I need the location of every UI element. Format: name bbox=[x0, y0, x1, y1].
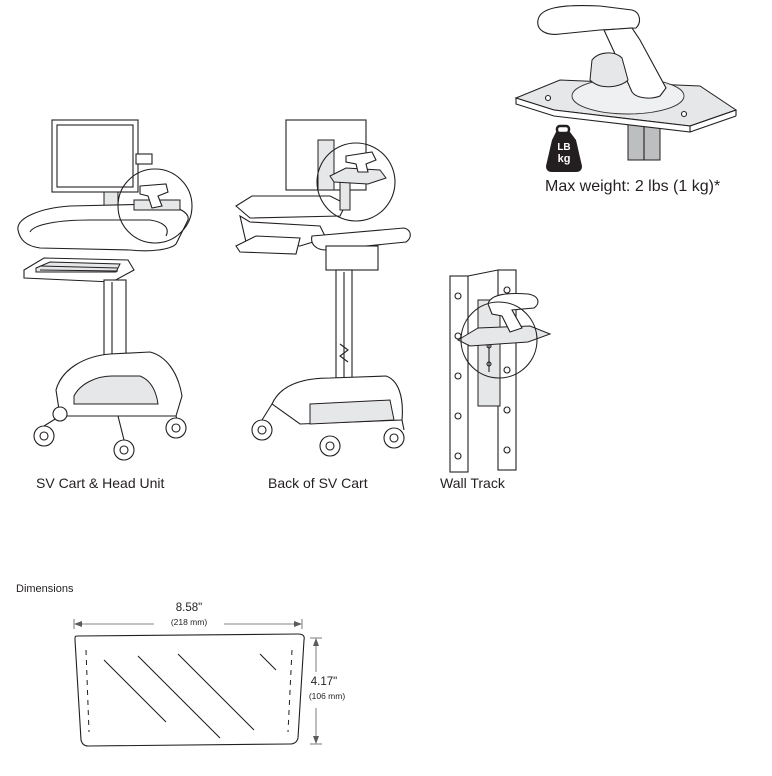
width-mm-label: (218 mm) bbox=[170, 617, 208, 627]
caption-back-of-sv-cart: Back of SV Cart bbox=[268, 475, 368, 491]
caption-sv-cart-head-unit: SV Cart & Head Unit bbox=[36, 475, 165, 491]
height-inches-label: 4.17" bbox=[310, 676, 338, 688]
sv-cart-head-unit-illustration bbox=[17, 119, 193, 461]
caption-wall-track: Wall Track bbox=[440, 475, 505, 491]
wall-track-illustration bbox=[449, 269, 552, 473]
max-weight-label: Max weight: 2 lbs (1 kg)* bbox=[545, 178, 721, 195]
dimensions-drawing bbox=[73, 619, 322, 747]
back-of-sv-cart-illustration bbox=[235, 119, 411, 457]
dimensions-title: Dimensions bbox=[16, 583, 74, 595]
width-inches-label: 8.58" bbox=[175, 602, 203, 614]
weight-icon-label-bottom: kg bbox=[557, 153, 571, 165]
height-mm-label: (106 mm) bbox=[308, 691, 346, 701]
shelf-closeup-illustration bbox=[514, 5, 738, 161]
weight-icon-label-top: LB bbox=[557, 142, 571, 153]
weight-icon bbox=[546, 124, 582, 172]
